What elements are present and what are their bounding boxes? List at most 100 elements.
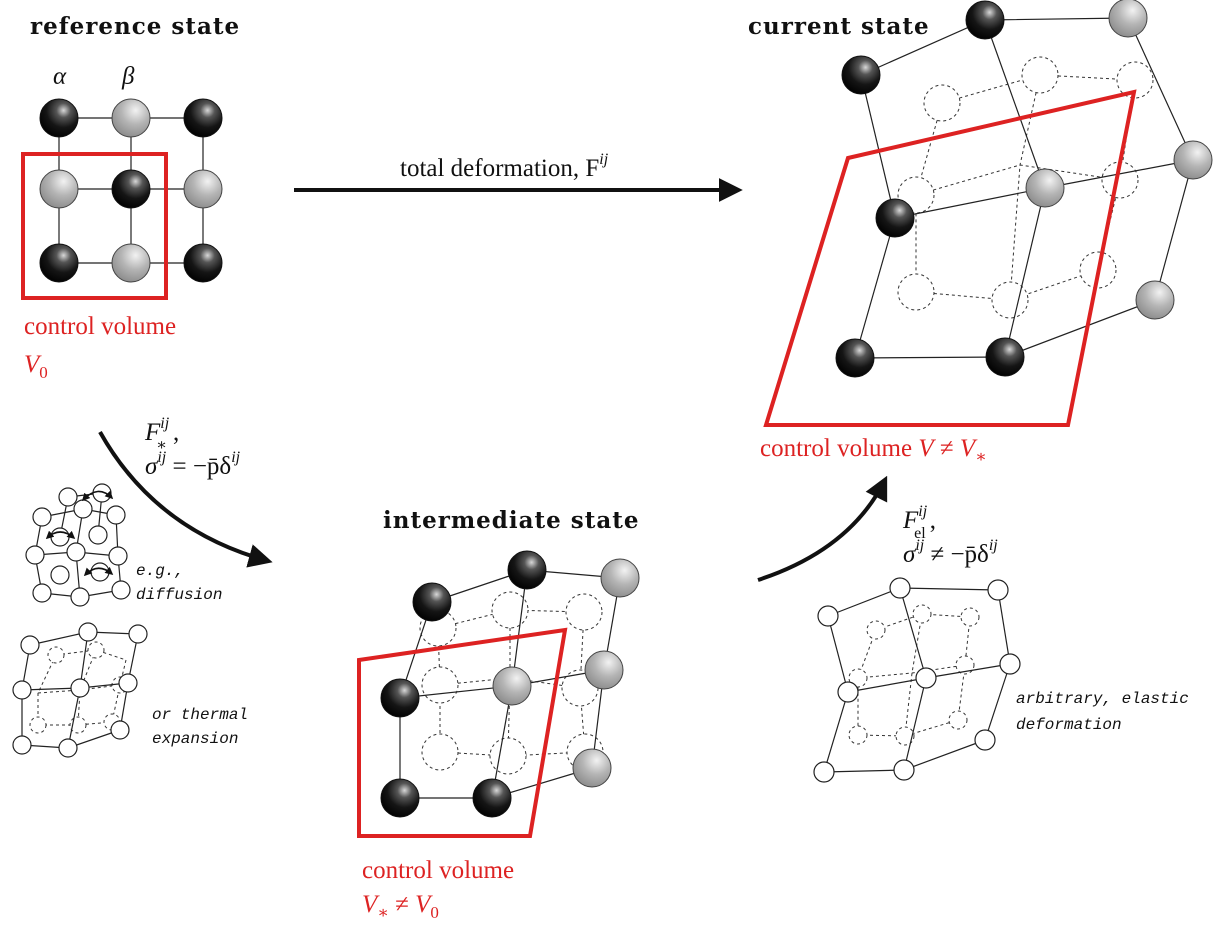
- vacant-site: [421, 666, 459, 704]
- vacant-site: [78, 622, 98, 642]
- swap-arrow: [81, 490, 114, 502]
- alpha-label: α: [53, 63, 67, 90]
- elastic-note-1: arbitrary, elastic: [1016, 690, 1189, 708]
- vacant-site: [923, 84, 961, 122]
- total-deformation-arrow: total deformation, Fij: [294, 151, 743, 202]
- alpha-atom: [39, 243, 79, 283]
- swap-arrow: [83, 566, 114, 577]
- beta-label: β: [121, 63, 135, 90]
- alpha-atom: [380, 778, 420, 818]
- alpha-atom: [472, 778, 512, 818]
- intermediate-state-panel: intermediate state control volume V∗ ≠ V…: [357, 507, 640, 922]
- alpha-atom: [875, 198, 915, 238]
- vacant-site: [889, 577, 911, 599]
- vacant-site: [837, 681, 859, 703]
- alpha-atom: [507, 550, 547, 590]
- vacant-site: [32, 507, 52, 527]
- alpha-atom: [841, 55, 881, 95]
- alpha-atom: [965, 0, 1005, 40]
- vacant-site: [92, 483, 112, 503]
- f-star-label: Fij∗,: [144, 415, 179, 454]
- beta-atom: [1173, 140, 1213, 180]
- vacant-site: [1116, 61, 1154, 99]
- beta-atom: [584, 650, 624, 690]
- alpha-atom: [380, 678, 420, 718]
- alpha-atom: [183, 98, 223, 138]
- vacant-site: [897, 273, 935, 311]
- vacant-site: [88, 525, 108, 545]
- intermediate-state-title: intermediate state: [383, 507, 640, 534]
- vacant-site: [47, 646, 65, 664]
- beta-atom: [183, 169, 223, 209]
- reference-cv-symbol: V0: [24, 351, 48, 382]
- vacant-site: [58, 487, 78, 507]
- thermal-note-2: expansion: [152, 730, 238, 748]
- vacant-site: [90, 562, 110, 582]
- beta-atom: [492, 666, 532, 706]
- beta-atom: [111, 243, 151, 283]
- sigma-pressure-label: σij = −p̄δij: [145, 449, 241, 480]
- vacant-site: [58, 738, 78, 758]
- vacant-site: [991, 281, 1029, 319]
- vacant-site: [118, 673, 138, 693]
- vacant-site: [66, 542, 86, 562]
- vacant-site: [489, 737, 527, 775]
- elastic-note-2: deformation: [1016, 716, 1122, 734]
- vacant-site: [999, 653, 1021, 675]
- current-lattice: [835, 0, 1213, 378]
- current-state-panel: current state control volume V ≠ V: [748, 0, 1213, 466]
- thermal-note-1: or thermal: [152, 706, 248, 724]
- total-deformation-label: total deformation, Fij: [400, 151, 609, 182]
- intermediate-cv-label: control volume: [362, 857, 514, 884]
- current-state-title: current state: [748, 13, 930, 40]
- vacant-site: [106, 505, 126, 525]
- vacant-site: [974, 729, 996, 751]
- beta-atom: [600, 558, 640, 598]
- vacant-site: [29, 716, 47, 734]
- reference-cv-label: control volume: [24, 313, 176, 340]
- vacant-site: [893, 759, 915, 781]
- vacant-site: [1021, 56, 1059, 94]
- beta-atom: [1025, 168, 1065, 208]
- current-cv-label: control volume V ≠ V∗: [760, 435, 987, 466]
- current-control-volume: [763, 89, 1137, 427]
- alpha-atom: [183, 243, 223, 283]
- vacant-site: [960, 607, 980, 627]
- vacant-site: [111, 580, 131, 600]
- thermal-sketch: or thermal expansion: [12, 622, 248, 758]
- beta-atom: [1108, 0, 1148, 38]
- vacant-site: [866, 620, 886, 640]
- vacant-site: [421, 733, 459, 771]
- vacant-site: [73, 499, 93, 519]
- vacant-site: [848, 668, 868, 688]
- diffusion-note-1: e.g.,: [136, 562, 184, 580]
- intermediate-deformation-arrow: Fij∗, σij = −p̄δij: [98, 415, 273, 568]
- vacant-site: [70, 587, 90, 607]
- alpha-atom: [111, 169, 151, 209]
- vacant-site: [12, 735, 32, 755]
- vacant-site: [955, 655, 975, 675]
- reference-state-title: reference state: [30, 13, 240, 40]
- vacant-site: [25, 545, 45, 565]
- vacant-site: [895, 726, 915, 746]
- alpha-atom: [412, 582, 452, 622]
- alpha-atom: [835, 338, 875, 378]
- diffusion-sketch: e.g., diffusion: [25, 483, 222, 607]
- sigma-elastic-label: σij ≠ −p̄δij: [903, 537, 998, 568]
- vacant-site: [987, 579, 1009, 601]
- beta-atom: [39, 169, 79, 209]
- reference-control-volume: [21, 152, 168, 300]
- swap-arrow: [45, 530, 76, 540]
- beta-atom: [1135, 280, 1175, 320]
- vacant-site: [108, 546, 128, 566]
- vacant-site: [50, 565, 70, 585]
- intermediate-lattice: [380, 550, 640, 818]
- diffusion-note-2: diffusion: [136, 586, 222, 604]
- vacant-site: [848, 725, 868, 745]
- vacant-site: [87, 641, 105, 659]
- intermediate-control-volume: [357, 627, 568, 838]
- intermediate-cv-symbol: V∗ ≠ V0: [362, 891, 439, 922]
